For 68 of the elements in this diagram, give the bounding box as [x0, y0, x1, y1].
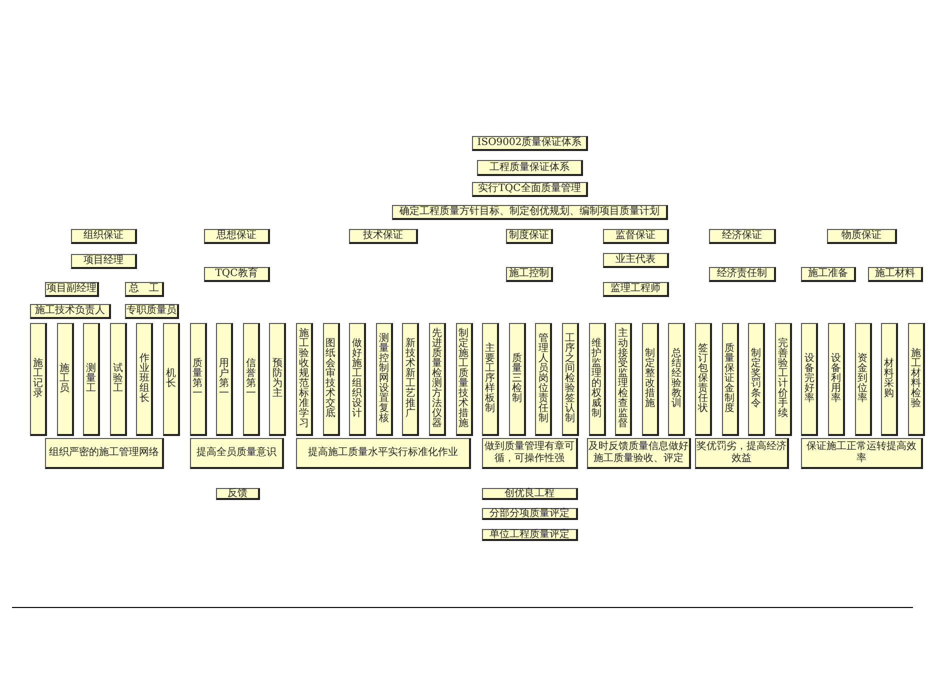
label-box: 组织严密的施工管理网络 — [45, 438, 164, 469]
label-box: 维护监理的权威制 — [588, 323, 606, 436]
label-box: 主动接受监理检查监督 — [615, 323, 632, 436]
label-box: 设备完好率 — [801, 323, 818, 436]
label-box: 信誉第一 — [242, 323, 260, 436]
label-box: 材料采购 — [881, 323, 898, 436]
label-box: 主要工序样板制 — [482, 323, 500, 436]
label-box: 组织保证 — [71, 229, 137, 244]
label-box: ISO9002质量保证体系 — [472, 136, 588, 151]
label-box: 项目经理 — [71, 254, 137, 269]
label-box: 项目副经理 — [45, 282, 99, 297]
label-box: 保证施工正常运转提高效率 — [801, 438, 923, 469]
label-box: 新技术新工艺推广 — [402, 323, 420, 436]
label-box: 设备利用率 — [828, 323, 845, 436]
label-box: 提高全员质量意识 — [190, 438, 284, 469]
label-box: 奖优罚劣，提高经济效益 — [695, 438, 789, 469]
label-box: 施工准备 — [801, 267, 856, 282]
label-box: 施工技术负责人 — [30, 304, 111, 319]
label-box: 施工记录 — [30, 323, 47, 436]
label-box: 及时反馈质量信息做好施工质量验收、评定 — [587, 438, 691, 469]
label-box: 反馈 — [216, 488, 260, 500]
label-box: 机长 — [163, 323, 180, 436]
label-box: 制定施工质量技术措施 — [456, 323, 473, 436]
label-box: 经济保证 — [709, 229, 776, 244]
label-box: 单位工程质量评定 — [482, 529, 578, 541]
label-box: 试验工 — [110, 323, 127, 436]
label-box: 业主代表 — [603, 253, 669, 268]
label-box: 测量工 — [83, 323, 100, 436]
label-box: 监理工程师 — [603, 282, 669, 297]
label-box: 确定工程质量方针目标、制定创优规划、编制项目质量计划 — [392, 205, 668, 220]
label-box: 签订包保责任状 — [695, 323, 712, 436]
label-box: 资金到位率 — [854, 323, 872, 436]
label-box: 技术保证 — [349, 229, 418, 244]
label-box: 做好施工组织设计 — [349, 323, 366, 436]
label-box: 思想保证 — [204, 229, 270, 244]
label-box: 用户第一 — [216, 323, 234, 436]
label-box: 专职质量员 — [125, 304, 179, 319]
label-box: 施工员 — [56, 323, 74, 436]
label-box: 预防为主 — [269, 323, 286, 436]
label-box: 提高施工质量水平实行标准化作业 — [296, 438, 471, 469]
label-box: TQC教育 — [204, 267, 270, 282]
label-box: 完善验工计价手续 — [774, 323, 792, 436]
label-box: 制定整改措施 — [642, 323, 659, 436]
label-box: 施工材料 — [868, 267, 923, 282]
label-box: 质量三检制 — [508, 323, 526, 436]
label-box: 质量第一 — [190, 323, 207, 436]
label-box: 做到质量管理有章可循，可操作性强 — [482, 438, 578, 469]
label-box: 经济责任制 — [709, 267, 776, 282]
label-box: 测量控制网设置复核 — [376, 323, 393, 436]
label-box: 质量保证金制度 — [722, 323, 739, 436]
label-box: 施工材料检验 — [908, 323, 925, 436]
label-box: 创优良工程 — [482, 488, 578, 500]
label-box: 施工验收规范标准学习 — [296, 323, 313, 436]
label-box: 工程质量保证体系 — [477, 160, 583, 176]
label-box: 监督保证 — [603, 229, 669, 244]
label-box: 分部分项质量评定 — [482, 508, 578, 520]
label-box: 总 工 — [125, 282, 164, 297]
label-box: 制定奖罚条令 — [748, 323, 766, 436]
label-box: 施工控制 — [506, 267, 553, 282]
label-box: 管理人员岗位责任制 — [535, 323, 552, 436]
label-box: 实行TQC全面质量管理 — [472, 182, 588, 197]
label-box: 物质保证 — [827, 229, 897, 244]
label-box: 先进质量检测方法仪器 — [429, 323, 446, 436]
label-box: 作业班组长 — [136, 323, 154, 436]
label-box: 工序之间检验签认制 — [562, 323, 579, 436]
label-box: 图纸会审技术交底 — [322, 323, 340, 436]
label-box: 总结经验教训 — [668, 323, 686, 436]
label-box: 制度保证 — [506, 229, 553, 244]
